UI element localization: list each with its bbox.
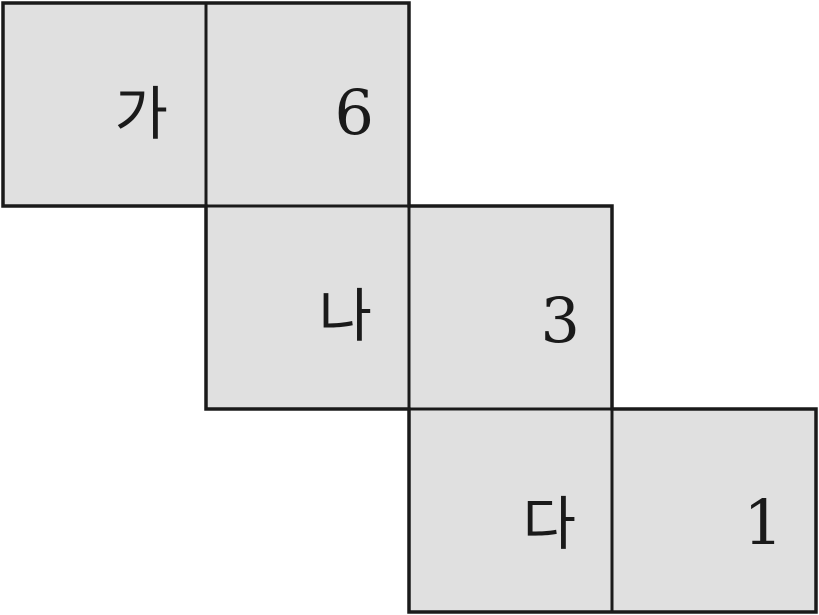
face-label-6: 6: [335, 76, 374, 149]
face-na: [204, 204, 411, 411]
face-1: [610, 407, 818, 614]
face-6: [204, 1, 411, 208]
face-da: [407, 407, 614, 614]
face-3: [407, 204, 614, 411]
fold-lines: [204, 3, 614, 612]
face-label-1: 1: [744, 486, 783, 559]
face-label-na: 나: [319, 282, 372, 350]
face-label-da: 다: [523, 490, 576, 558]
face-labels: 가 6 나 3 다 1: [115, 76, 783, 559]
face-ga: [1, 1, 208, 208]
face-label-3: 3: [541, 284, 580, 357]
face-label-ga: 가: [115, 80, 168, 148]
